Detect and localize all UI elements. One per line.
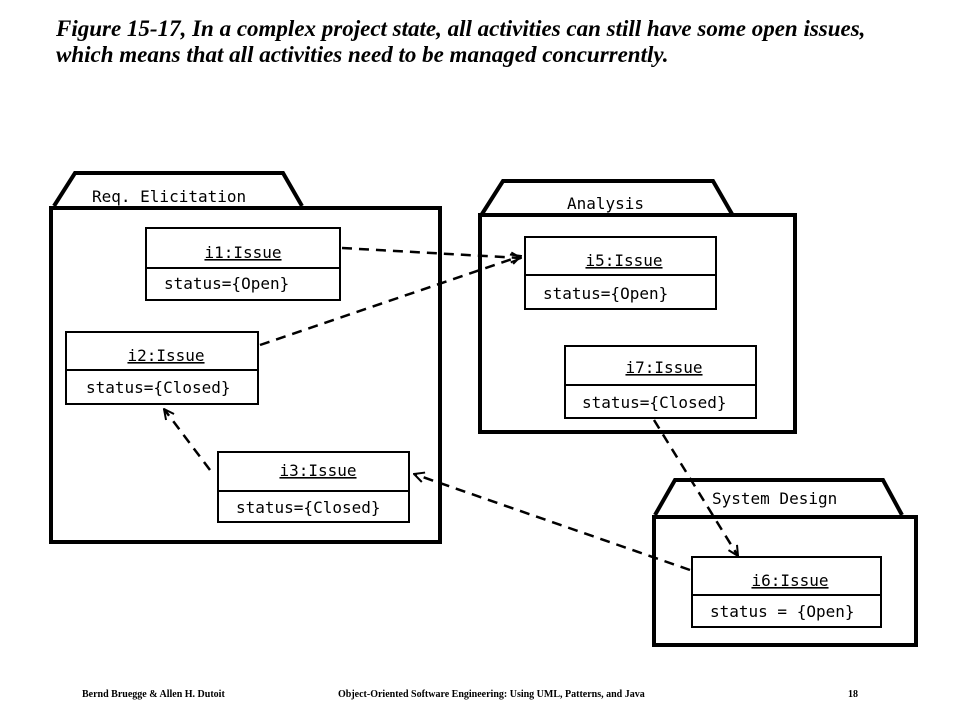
object-name: i5:Issue [585, 251, 662, 270]
object-box [145, 227, 341, 301]
issue-object-i2: i2:Issue status={Closed} [65, 331, 259, 405]
package-label-analysis: Analysis [567, 194, 644, 213]
package-label-req: Req. Elicitation [92, 187, 246, 206]
package-system-design: System Design [652, 478, 918, 647]
object-status: status={Closed} [582, 393, 727, 412]
object-box [65, 331, 259, 405]
package-tab [480, 179, 734, 216]
object-box [217, 451, 410, 523]
footer-authors: Bernd Bruegge & Allen H. Dutoit [82, 689, 225, 700]
object-name: i6:Issue [751, 571, 828, 590]
issue-object-i7: i7:Issue status={Closed} [564, 345, 757, 419]
object-box [691, 556, 882, 628]
object-name: i1:Issue [204, 243, 281, 262]
object-status: status={Open} [543, 284, 668, 303]
package-body [478, 213, 797, 434]
object-box [564, 345, 757, 419]
package-analysis: Analysis [478, 179, 797, 434]
issue-object-i6: i6:Issue status = {Open} [691, 556, 882, 628]
object-name: i7:Issue [625, 358, 702, 377]
issue-object-i5: i5:Issue status={Open} [524, 236, 717, 310]
object-status: status={Closed} [236, 498, 381, 517]
object-status: status={Open} [164, 274, 289, 293]
dependency-i3-to-i2 [164, 409, 211, 471]
package-tab [52, 171, 304, 208]
package-req-elicitation: Req. Elicitation [49, 171, 442, 544]
footer-page-number: 18 [848, 689, 858, 700]
issue-object-i3: i3:Issue status={Closed} [217, 451, 410, 523]
dependency-i7-to-i6 [652, 419, 738, 556]
object-status: status = {Open} [710, 602, 855, 621]
object-box [524, 236, 717, 310]
object-name: i3:Issue [279, 461, 356, 480]
dependency-i6-to-i3 [414, 474, 691, 572]
package-body [49, 206, 442, 544]
figure-caption: Figure 15-17, In a complex project state… [56, 16, 866, 67]
dependency-i2-to-i5 [259, 256, 521, 347]
dependency-i1-to-i5 [341, 246, 521, 258]
package-tab [653, 478, 904, 516]
footer-book-title: Object-Oriented Software Engineering: Us… [338, 689, 645, 700]
object-name: i2:Issue [127, 346, 204, 365]
object-status: status={Closed} [86, 378, 231, 397]
package-body [652, 515, 918, 647]
package-label-design: System Design [712, 489, 837, 508]
issue-object-i1: i1:Issue status={Open} [145, 227, 341, 301]
